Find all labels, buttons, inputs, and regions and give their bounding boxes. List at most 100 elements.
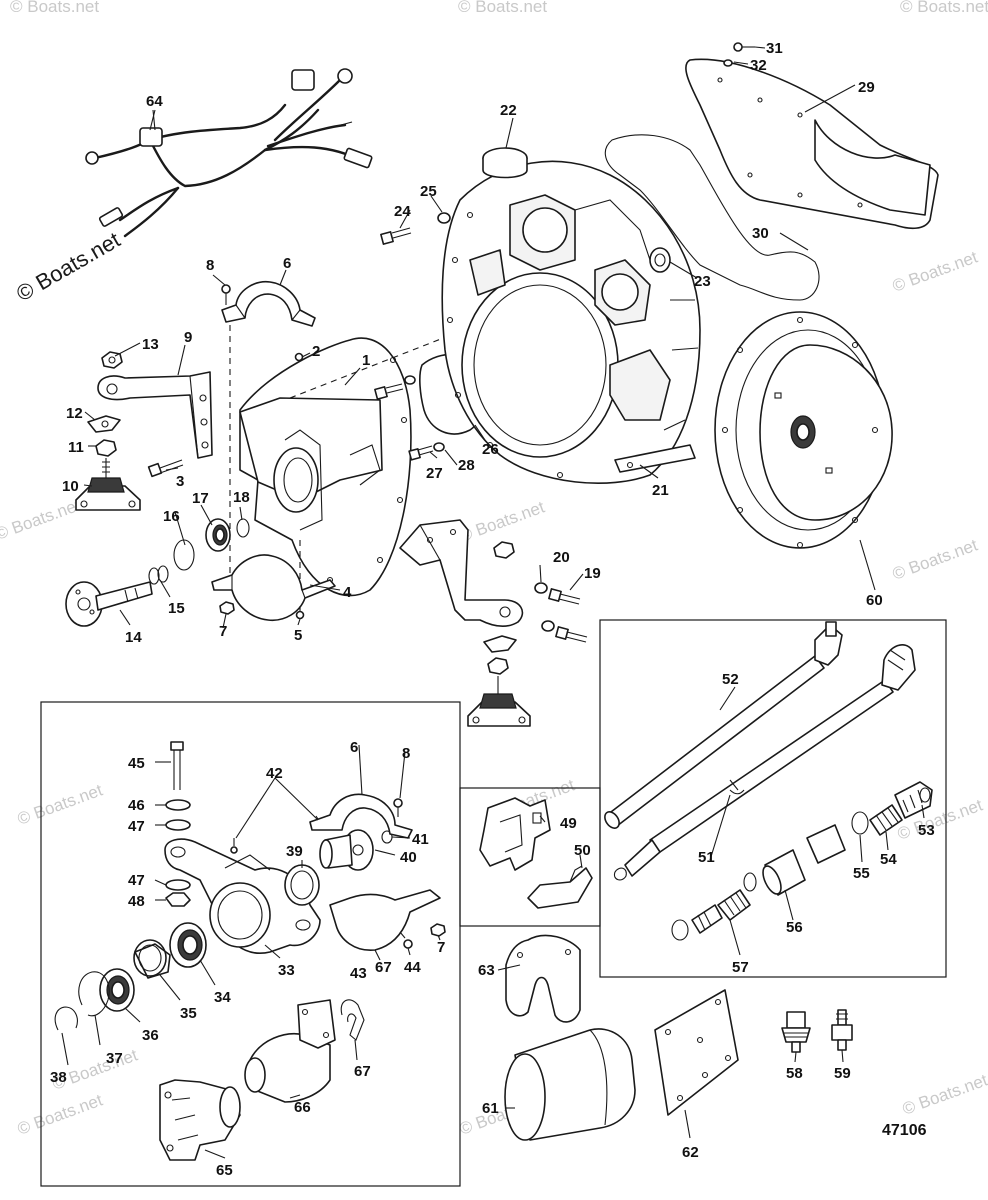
callout-41: 41: [412, 831, 429, 848]
callout-numbers: 64 8 6 2 1 13 9 12 11 10 3 16 17 18 15 1…: [50, 40, 935, 1179]
callout-38: 38: [50, 1069, 67, 1086]
bolt: [548, 588, 581, 605]
callout-19: 19: [584, 565, 601, 582]
callout-8: 8: [402, 745, 410, 762]
callout-21: 21: [652, 482, 669, 499]
hose-sleeve: [762, 824, 846, 896]
mount-strap-lower: [329, 889, 441, 951]
nut: [101, 351, 123, 369]
callout-4: 4: [343, 584, 352, 601]
callout-29: 29: [858, 79, 875, 96]
bolt: [374, 383, 404, 400]
hose-long: [604, 621, 843, 829]
flywheel-housing: [441, 160, 701, 484]
callout-47: 47: [128, 818, 145, 835]
callout-8: 8: [206, 257, 214, 274]
callout-15: 15: [168, 600, 185, 617]
alignment-line: [289, 307, 521, 399]
bolt: [380, 227, 412, 245]
callout-60: 60: [866, 592, 883, 609]
leader-lines: [61, 46, 925, 1159]
washer: [165, 799, 191, 811]
callout-6: 6: [350, 739, 358, 756]
callout-40: 40: [400, 849, 417, 866]
o-rings: [148, 565, 169, 585]
callout-67: 67: [354, 1063, 371, 1080]
callout-22: 22: [500, 102, 517, 119]
callout-52: 52: [722, 671, 739, 688]
flex-coupler-plate: [714, 311, 893, 549]
detail-box-drive: [40, 701, 461, 1187]
callout-6: 6: [283, 255, 291, 272]
callout-16: 16: [163, 508, 180, 525]
callout-10: 10: [62, 478, 79, 495]
screw: [733, 42, 755, 52]
figure-number: 47106: [882, 1122, 927, 1139]
screw: [393, 798, 403, 817]
watermark: © Boats.net: [900, 0, 988, 16]
watermark: © Boats.net: [10, 0, 99, 16]
screw: [399, 931, 413, 949]
drive-housing: [239, 337, 412, 597]
callout-54: 54: [880, 851, 897, 868]
spring-clip: [340, 999, 365, 1041]
callout-5: 5: [294, 627, 302, 644]
callout-55: 55: [853, 865, 870, 882]
snap-ring: [78, 971, 110, 1017]
exhaust-gasket: [505, 934, 581, 1023]
hose-fitting: [671, 872, 757, 941]
gasket: [604, 134, 820, 301]
callout-65: 65: [216, 1162, 233, 1179]
bearing-carrier: [164, 838, 321, 954]
callout-56: 56: [786, 919, 803, 936]
mount-strap-upper: [221, 280, 316, 327]
watermark: © Boats.net: [900, 1070, 988, 1118]
engine-bracket-rear: [399, 519, 524, 627]
callout-31: 31: [766, 40, 783, 57]
exhaust-pipe: [504, 1028, 636, 1141]
washer: [165, 879, 191, 891]
screw: [295, 606, 305, 620]
callout-25: 25: [420, 183, 437, 200]
callout-39: 39: [286, 843, 303, 860]
callout-64: 64: [146, 93, 163, 110]
callout-51: 51: [698, 849, 715, 866]
snap-ring: [54, 1006, 78, 1031]
washer: [437, 212, 451, 224]
watermark: © Boats.net: [15, 780, 105, 828]
callout-47: 47: [128, 872, 145, 889]
callout-37: 37: [106, 1050, 123, 1067]
callout-13: 13: [142, 336, 159, 353]
callout-26: 26: [482, 441, 499, 458]
input-shaft: [65, 581, 153, 627]
watermark: © Boats.net: [890, 535, 980, 583]
bearing: [205, 518, 231, 552]
cover-plate-large: [685, 58, 939, 230]
callout-66: 66: [294, 1099, 311, 1116]
nut: [165, 892, 191, 907]
washer: [433, 442, 445, 452]
washer: [165, 819, 191, 831]
retaining-ring: [236, 518, 250, 538]
drain-fitting: [781, 1011, 811, 1053]
nut-small: [430, 923, 446, 937]
callout-46: 46: [128, 797, 145, 814]
plug-cap: [482, 147, 528, 179]
watermark: © Boats.net: [0, 495, 83, 543]
callout-44: 44: [404, 959, 421, 976]
exhaust-tube: [244, 999, 336, 1103]
nut-small: [219, 601, 235, 615]
bushing: [133, 939, 171, 979]
bolt: [555, 626, 588, 643]
hose-barb-fitting: [831, 1009, 853, 1051]
long-bolt: [170, 741, 184, 790]
callout-63: 63: [478, 962, 495, 979]
tab-washer: [87, 415, 121, 433]
engine-mount: [75, 458, 141, 511]
washer: [541, 620, 555, 632]
callout-57: 57: [732, 959, 749, 976]
callout-18: 18: [233, 489, 250, 506]
callout-27: 27: [426, 465, 443, 482]
hose-with-fitting: [613, 644, 916, 881]
